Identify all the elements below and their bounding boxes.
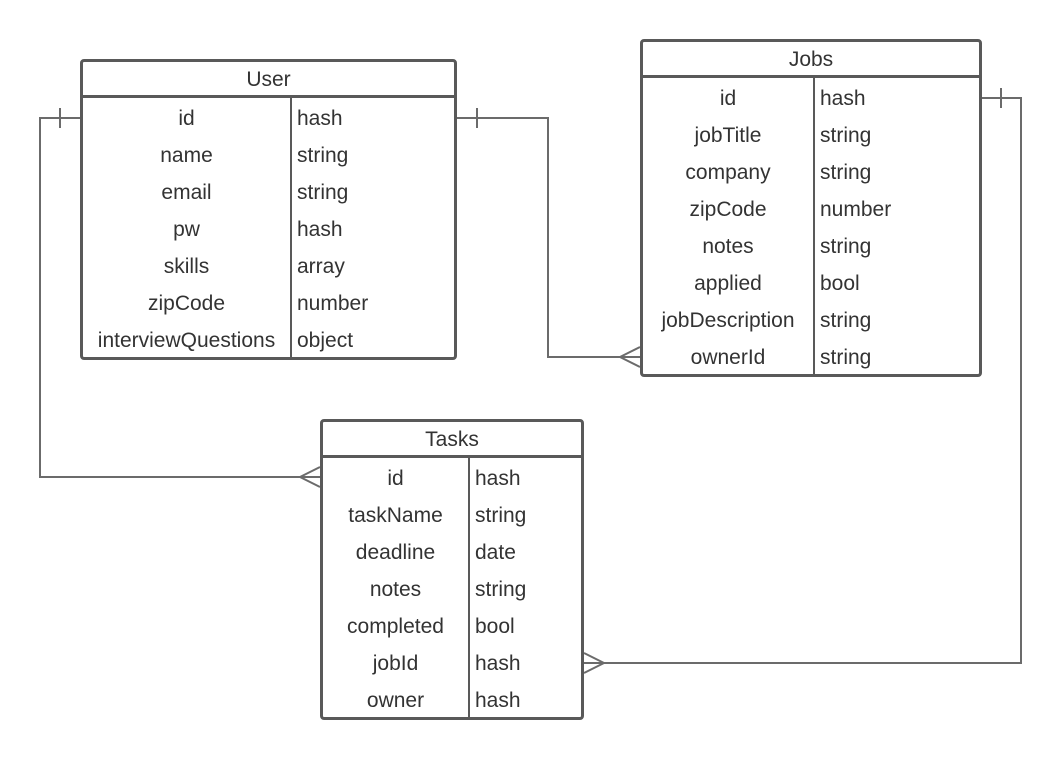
field-row: completed bool — [323, 608, 581, 645]
field-row: jobTitle string — [643, 117, 979, 154]
field-name: zipCode — [689, 197, 767, 221]
field-name: owner — [366, 688, 425, 712]
field-row: pw hash — [83, 211, 454, 248]
field-name: company — [685, 160, 771, 184]
field-row: skills array — [83, 248, 454, 285]
field-row: deadline date — [323, 534, 581, 571]
field-row: applied bool — [643, 265, 979, 302]
field-name: applied — [694, 271, 762, 295]
field-row: ownerId string — [643, 339, 979, 374]
field-type: string — [475, 503, 527, 527]
connector-user-jobs[interactable] — [457, 117, 640, 358]
field-name: skills — [163, 254, 210, 278]
field-type: string — [820, 160, 872, 184]
field-name: taskName — [348, 503, 443, 527]
entity-fields: id hash jobTitle string company string zipCode… — [643, 78, 979, 374]
field-name: id — [719, 86, 737, 110]
field-name: zipCode — [147, 291, 226, 315]
entity-user[interactable]: User id hash name string email string pw hash sk… — [80, 59, 457, 360]
field-name: id — [387, 466, 404, 490]
crowfoot-jobs-from-user — [619, 346, 641, 368]
field-type: hash — [475, 466, 521, 490]
field-row: notes string — [323, 571, 581, 608]
field-name: name — [160, 143, 213, 167]
field-type: hash — [297, 106, 343, 130]
field-row: id hash — [323, 460, 581, 497]
field-type: hash — [475, 688, 521, 712]
field-row: notes string — [643, 228, 979, 265]
field-type: object — [297, 328, 354, 352]
field-type: string — [297, 180, 349, 204]
field-row: taskName string — [323, 497, 581, 534]
field-name: completed — [347, 614, 444, 638]
field-type: string — [297, 143, 349, 167]
field-row: company string — [643, 154, 979, 191]
field-name: notes — [369, 577, 422, 601]
field-name: email — [161, 180, 212, 204]
field-type: string — [820, 234, 872, 258]
field-name: ownerId — [690, 345, 766, 369]
field-type: number — [820, 197, 892, 221]
field-row: jobId hash — [323, 645, 581, 682]
field-row: name string — [83, 137, 454, 174]
field-row: email string — [83, 174, 454, 211]
field-name: id — [178, 106, 195, 130]
field-type: bool — [820, 271, 860, 295]
field-row: owner hash — [323, 682, 581, 717]
field-name: deadline — [355, 540, 436, 564]
field-type: bool — [475, 614, 515, 638]
entity-fields: id hash name string email string pw hash skills a… — [83, 98, 454, 357]
field-type: array — [297, 254, 345, 278]
field-row: zipCode number — [83, 285, 454, 322]
field-type: hash — [475, 651, 521, 675]
field-name: jobId — [372, 651, 419, 675]
field-name: pw — [173, 217, 200, 241]
entity-title: User — [83, 62, 454, 98]
crowfoot-tasks-from-user — [299, 466, 321, 488]
field-type: date — [475, 540, 516, 564]
field-type: string — [820, 345, 872, 369]
field-type: string — [820, 123, 872, 147]
field-type: hash — [820, 86, 866, 110]
entity-fields: id hash taskName string deadline date notes str… — [323, 458, 581, 717]
field-row: interviewQuestions object — [83, 322, 454, 357]
entity-title: Jobs — [643, 42, 979, 78]
field-name: jobTitle — [694, 123, 762, 147]
field-row: id hash — [83, 100, 454, 137]
field-row: zipCode number — [643, 191, 979, 228]
entity-tasks[interactable]: Tasks id hash taskName string deadline date no… — [320, 419, 584, 720]
field-row: jobDescription string — [643, 302, 979, 339]
entity-title: Tasks — [323, 422, 581, 458]
field-type: string — [475, 577, 527, 601]
entity-jobs[interactable]: Jobs id hash jobTitle string company string zi… — [640, 39, 982, 377]
field-type: hash — [297, 217, 343, 241]
field-type: string — [820, 308, 872, 332]
crowfoot-tasks-from-jobs — [583, 652, 605, 674]
field-type: number — [297, 291, 369, 315]
field-row: id hash — [643, 80, 979, 117]
field-name: notes — [702, 234, 754, 258]
field-name: interviewQuestions — [97, 328, 276, 352]
field-name: jobDescription — [661, 308, 795, 332]
